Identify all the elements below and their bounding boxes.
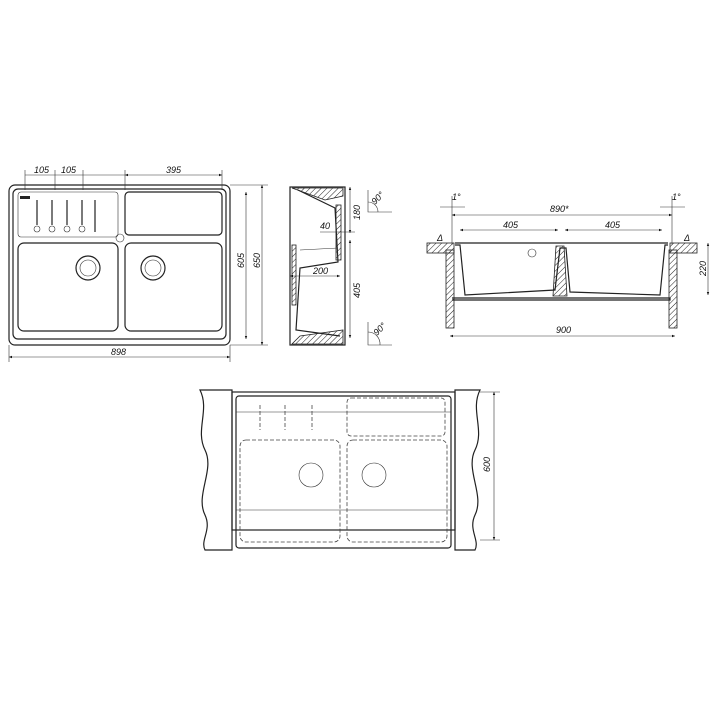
dim-bowl-width: 200 xyxy=(312,266,328,276)
drain-right-icon xyxy=(140,255,166,281)
dim-bowl-left: 405 xyxy=(503,220,519,230)
plan-view: 105 105 395 898 605 650 xyxy=(8,165,268,362)
dim-slot-2: 105 xyxy=(61,165,77,175)
front-section: 890* 405 405 1° 1° Δ Δ 220 900 xyxy=(426,192,710,338)
dim-cabinet-width: 900 xyxy=(556,325,571,335)
dim-bowl-right: 405 xyxy=(605,220,621,230)
side-section: 180 405 40 200 90° 90° xyxy=(289,186,392,346)
dim-cutout-width: 890* xyxy=(550,204,569,214)
dim-rim-height: 180 xyxy=(352,205,362,220)
dim-overall-depth: 650 xyxy=(252,253,262,268)
dim-cabinet-depth: 600 xyxy=(482,457,492,472)
dim-slot-1: 105 xyxy=(34,165,50,175)
dim-overall-width: 898 xyxy=(111,347,126,357)
dim-rim-thickness: 40 xyxy=(320,221,330,231)
dim-inner-depth: 605 xyxy=(236,252,246,268)
install-view: 600 xyxy=(199,389,500,551)
dim-height: 220 xyxy=(698,261,708,277)
drainer-slots xyxy=(33,200,96,233)
dim-drainer-width: 395 xyxy=(166,165,182,175)
dim-bowl-depth: 405 xyxy=(352,282,362,298)
dim-draft-left: 1° xyxy=(452,192,461,202)
drain-left-icon xyxy=(75,255,101,281)
gap-right: Δ xyxy=(683,233,690,243)
angle-top: 90° xyxy=(369,189,386,206)
gap-left: Δ xyxy=(436,233,443,243)
angle-bottom: 90° xyxy=(371,320,388,337)
dim-draft-right: 1° xyxy=(672,192,681,202)
